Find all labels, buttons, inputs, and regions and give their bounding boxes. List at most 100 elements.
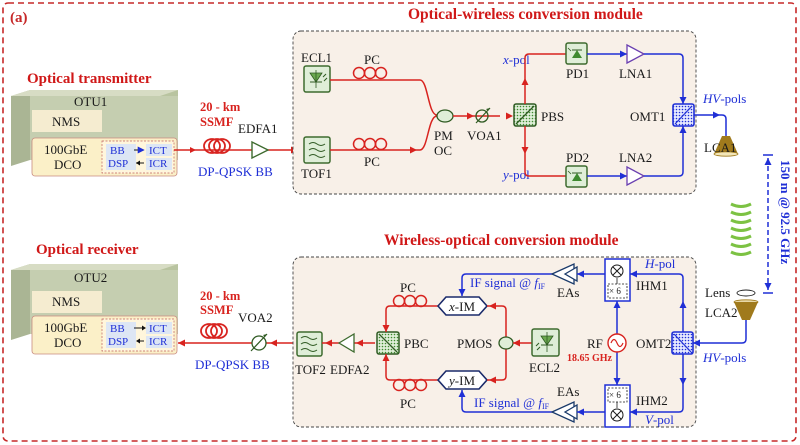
rf-label: RF <box>587 336 603 351</box>
polarization-controller-icon-wo-bottom <box>392 378 428 392</box>
voa1-label: VOA1 <box>467 128 502 143</box>
receiver-title: Optical receiver <box>36 242 139 258</box>
tx-fiber-type: SSMF <box>200 115 234 129</box>
rf-frequency-label: 18.65 GHz <box>567 353 613 364</box>
dco-line2-rx: DCO <box>54 335 81 350</box>
nms-label-tx: NMS <box>52 114 80 129</box>
pm-coupler-icon <box>436 109 454 123</box>
pbc-label: PBC <box>404 336 429 351</box>
dco-line2-tx: DCO <box>54 157 81 172</box>
lca2-horn-antenna-icon <box>733 299 759 320</box>
dco-line1-tx: 100GbE <box>44 142 87 157</box>
pbc-combiner-icon <box>376 331 400 355</box>
bb-label-rx: BB <box>110 323 125 335</box>
otu2-box <box>11 264 178 355</box>
fiber-spool-icon-tx <box>203 138 231 154</box>
ihm2-multiplier-label: × 6 <box>609 390 621 400</box>
otu1-label: OTU1 <box>74 94 107 109</box>
if-signal-bottom-label: IF signal @ fIF <box>474 395 550 411</box>
dsp-label-rx: DSP <box>108 336 128 348</box>
pc-top-label-ow: PC <box>364 52 380 67</box>
polarization-controller-icon-top <box>352 66 388 80</box>
tof2-label: TOF2 <box>295 362 326 377</box>
dsp-label-tx: DSP <box>108 158 128 170</box>
lca2-label: LCA2 <box>705 305 738 320</box>
pmoc-label-2: OC <box>434 143 452 158</box>
ict-label-tx: ICT <box>149 145 167 157</box>
lna1-label: LNA1 <box>619 66 652 81</box>
ihm1-label: IHM1 <box>636 278 668 293</box>
edfa1-amplifier-icon <box>251 140 270 160</box>
eas-bottom-label: EAs <box>557 384 579 399</box>
if-signal-top-label: IF signal @ fIF <box>470 275 546 291</box>
x-im-label: x-IM <box>448 299 475 314</box>
edfa1-label: EDFA1 <box>238 121 277 136</box>
pmoc-label-1: PM <box>434 128 453 143</box>
lca1-label: LCA1 <box>704 140 737 155</box>
tof2-filter-icon <box>296 331 323 357</box>
pd1-label: PD1 <box>566 66 589 81</box>
voa1-attenuator-icon <box>475 107 491 124</box>
lens-icon <box>736 289 756 297</box>
fiber-spool-icon-rx <box>200 323 228 339</box>
ow-module-box <box>292 30 697 195</box>
pmos-label: PMOS <box>457 336 492 351</box>
ecl2-label: ECL2 <box>529 360 560 375</box>
pd2-photodiode-icon <box>565 165 588 188</box>
ict-label-rx: ICT <box>149 323 167 335</box>
pbs-label: PBS <box>541 109 564 124</box>
tx-fiber-length: 20 - km <box>200 100 241 114</box>
eas-top-label: EAs <box>557 285 579 300</box>
lca1-horn-antenna-icon <box>713 136 739 157</box>
otu1-box <box>11 90 178 177</box>
tof1-label: TOF1 <box>301 166 332 181</box>
pc-bottom-label-ow: PC <box>364 154 380 169</box>
panel-label: (a) <box>10 10 28 26</box>
dco-line1-rx: 100GbE <box>44 320 87 335</box>
lna2-label: LNA2 <box>619 150 652 165</box>
pd1-photodiode-icon <box>565 42 588 65</box>
pbs-splitter-icon <box>513 103 537 127</box>
omt2-label: OMT2 <box>636 336 671 351</box>
v-pol-label: V-pol <box>645 412 674 427</box>
ihm1-multiplier-label: × 6 <box>609 286 621 296</box>
lna1-amplifier-icon <box>626 43 646 65</box>
h-pol-label: H-pol <box>644 256 676 271</box>
hv-pols-label-top: HV-pols <box>702 91 746 106</box>
ihm2-mixer-icon <box>604 384 631 428</box>
polarization-controller-icon-wo-top <box>392 294 428 308</box>
ecl1-laser-icon <box>303 65 331 93</box>
otu2-label: OTU2 <box>74 270 107 285</box>
pmos-splitter-icon <box>498 336 514 350</box>
lens-label: Lens <box>705 285 730 300</box>
omt2-orthomode-icon <box>671 331 694 355</box>
wireless-distance-label: 150 m @ 92.5 GHz <box>778 160 793 264</box>
wo-module-title: Wireless-optical conversion module <box>384 232 619 249</box>
rf-oscillator-icon <box>607 333 627 353</box>
omt1-orthomode-icon <box>672 103 695 127</box>
icr-label-rx: ICR <box>149 336 168 348</box>
hv-pols-label-bottom: HV-pols <box>702 350 746 365</box>
ow-module-title: Optical-wireless conversion module <box>408 6 643 23</box>
rx-fiber-type: SSMF <box>200 303 234 317</box>
voa2-attenuator-icon <box>250 333 268 352</box>
eas-top-amplifier-icon <box>550 262 578 286</box>
rx-fiber-length: 20 - km <box>200 289 241 303</box>
y-im-label: y-IM <box>447 373 475 388</box>
ihm1-mixer-icon <box>604 258 631 302</box>
icr-label-tx: ICR <box>149 158 168 170</box>
edfa2-label: EDFA2 <box>330 362 369 377</box>
tx-signal-label: DP-QPSK BB <box>198 164 273 179</box>
omt1-label: OMT1 <box>630 109 665 124</box>
wireless-wave-icon <box>730 202 752 256</box>
lna2-amplifier-icon <box>626 165 646 187</box>
ecl2-laser-icon <box>531 328 560 357</box>
tof1-filter-icon <box>303 136 331 164</box>
transmitter-title: Optical transmitter <box>27 71 152 87</box>
rx-signal-label: DP-QPSK BB <box>195 357 270 372</box>
pc-bottom-label-wo: PC <box>400 396 416 411</box>
bb-label-tx: BB <box>110 145 125 157</box>
voa2-label: VOA2 <box>238 310 273 325</box>
